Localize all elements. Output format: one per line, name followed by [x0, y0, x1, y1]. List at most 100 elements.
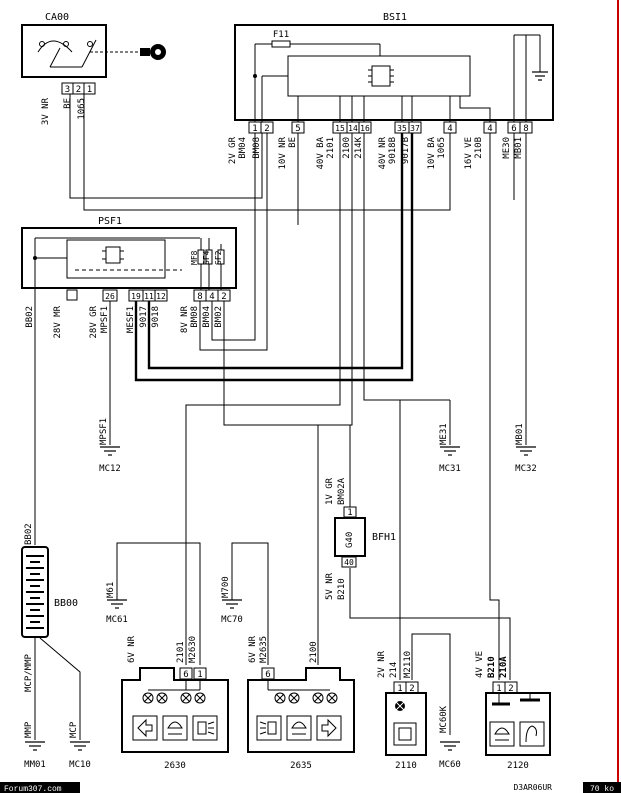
ground-mm01: MMP MM01: [24, 721, 46, 770]
svg-text:210A: 210A: [499, 656, 509, 678]
svg-text:15: 15: [335, 124, 345, 133]
svg-text:M61: M61: [106, 582, 116, 598]
bsi1-label: BSI1: [383, 12, 407, 23]
svg-text:9017B: 9017B: [401, 137, 411, 164]
bb00-component: BB02 BB00 MCP/MMP: [21, 523, 78, 692]
component-2630: 6V NR 2101 M2630 6 1 2630: [121, 635, 229, 771]
svg-text:G40: G40: [345, 532, 355, 548]
svg-text:MB01: MB01: [515, 423, 525, 445]
psf1-wire-labels: BB02 28V MR 28V GR MPSF1 MESF1 9017 9018…: [25, 305, 224, 338]
svg-text:2V GR: 2V GR: [228, 136, 238, 164]
svg-text:ME30: ME30: [502, 137, 512, 159]
component-2110: 2V NR 214 M2110 1 2 2110: [377, 650, 427, 771]
svg-text:MF8: MF8: [190, 250, 199, 265]
svg-text:1: 1: [252, 124, 257, 134]
svg-text:BE: BE: [288, 137, 298, 148]
bfh1-component: 1V GR BM02A 1 G40 BFH1 40 5V NR B210: [325, 477, 396, 600]
svg-text:4: 4: [487, 124, 492, 134]
bsi1-fuse-label: F11: [273, 30, 289, 40]
svg-text:1V GR: 1V GR: [325, 477, 335, 505]
arrow-left-icon: [137, 718, 153, 738]
lamp-icon: [142, 692, 154, 704]
ca00-component: CA00 3 2 1 3V NR BE 1065: [21, 12, 166, 125]
svg-text:1: 1: [347, 508, 352, 518]
svg-text:6: 6: [265, 670, 270, 680]
headlamp-icon: [291, 721, 307, 735]
svg-text:6V NR: 6V NR: [248, 635, 258, 663]
component-2120: 4V VE B210 210A 1 2 2120: [475, 651, 551, 771]
svg-text:12: 12: [156, 292, 166, 301]
switch-icon: [398, 727, 412, 741]
svg-text:2100: 2100: [342, 137, 352, 159]
svg-text:4V VE: 4V VE: [475, 651, 485, 678]
svg-text:8V NR: 8V NR: [180, 305, 190, 333]
svg-text:2: 2: [409, 684, 414, 694]
svg-text:2: 2: [221, 292, 226, 302]
footer: Forum307.com D3AR06UR 70 ko: [0, 782, 621, 793]
svg-text:ME31: ME31: [439, 423, 449, 445]
svg-text:1065: 1065: [437, 137, 447, 159]
lamp-icon: [274, 692, 286, 704]
svg-text:SF2: SF2: [214, 250, 223, 265]
svg-text:2: 2: [508, 684, 513, 694]
svg-text:26: 26: [105, 292, 115, 301]
svg-text:MPSF1: MPSF1: [100, 306, 110, 333]
svg-text:214: 214: [389, 662, 399, 678]
svg-text:9017: 9017: [139, 306, 149, 328]
svg-text:MC60: MC60: [439, 760, 461, 770]
ca00-contact-b: [81, 39, 97, 68]
ca00-pin: [83, 82, 96, 95]
svg-text:M700: M700: [221, 576, 231, 598]
svg-text:MC70: MC70: [221, 615, 243, 625]
svg-text:40V BA: 40V BA: [316, 136, 326, 169]
svg-text:BB00: BB00: [54, 598, 78, 609]
svg-text:40: 40: [344, 558, 354, 567]
svg-text:8: 8: [197, 292, 202, 302]
svg-text:5: 5: [295, 124, 300, 134]
svg-text:28V GR: 28V GR: [89, 305, 99, 338]
wires: [34, 94, 527, 740]
svg-text:BM04: BM04: [238, 137, 248, 159]
svg-text:9018: 9018: [151, 306, 161, 328]
svg-text:214K: 214K: [354, 136, 364, 158]
svg-text:16: 16: [360, 124, 370, 133]
lamp-icon: [194, 692, 206, 704]
lever-icon: [525, 725, 537, 743]
psf1-module: [66, 239, 166, 279]
svg-text:1: 1: [197, 670, 202, 680]
svg-text:2V NR: 2V NR: [377, 650, 387, 678]
svg-text:2635: 2635: [290, 761, 312, 771]
bsi1-component: BSI1 F11: [234, 12, 554, 122]
svg-text:37: 37: [410, 124, 420, 133]
ground-mc10: MCP MC10: [69, 721, 91, 770]
ground-mc32: MB01 MC32: [515, 423, 537, 474]
svg-text:14: 14: [348, 124, 358, 133]
svg-text:M2635: M2635: [259, 636, 269, 663]
svg-text:28V MR: 28V MR: [53, 305, 63, 338]
footer-code: D3AR06UR: [513, 783, 552, 792]
key-icon: [140, 44, 166, 60]
svg-text:MPSF1: MPSF1: [99, 418, 109, 445]
svg-text:MC60K: MC60K: [439, 705, 449, 733]
svg-text:MC61: MC61: [106, 615, 128, 625]
svg-text:MC32: MC32: [515, 464, 537, 474]
svg-text:BM02: BM02: [214, 306, 224, 328]
svg-text:2101: 2101: [326, 137, 336, 159]
svg-text:2: 2: [264, 124, 269, 134]
svg-text:1: 1: [496, 684, 501, 694]
psf1-pins: 26 19 11 12 8 4 2: [102, 289, 231, 302]
fog-lamp-icon: [259, 721, 277, 735]
svg-text:M2630: M2630: [188, 636, 198, 663]
fog-lamp-icon: [197, 721, 215, 735]
ca00-terminal: [39, 41, 45, 47]
svg-text:MESF1: MESF1: [126, 306, 136, 333]
ca00-switch-arc: [37, 40, 73, 53]
svg-text:6: 6: [183, 670, 188, 680]
svg-text:35: 35: [397, 124, 407, 133]
svg-text:MCP: MCP: [69, 721, 79, 738]
svg-text:MC12: MC12: [99, 464, 121, 474]
ic-chip-icon: [368, 65, 394, 87]
svg-text:4: 4: [209, 292, 214, 302]
bsi1-internal-ground: [532, 71, 548, 81]
